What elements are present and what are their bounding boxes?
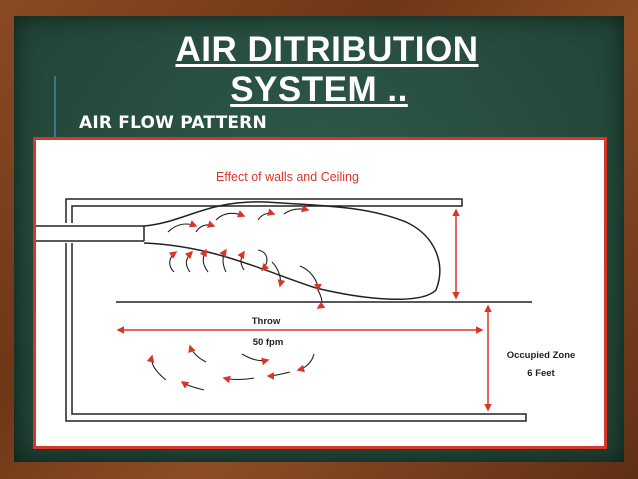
flow-arrow [283, 204, 310, 215]
flow-arrow [271, 261, 286, 288]
flow-arrow [257, 208, 276, 221]
diagram-heading: Effect of walls and Ceiling [216, 170, 359, 184]
slide-title-line1: AIR DITRIBUTION [175, 30, 479, 69]
flow-arrow [199, 248, 209, 273]
flow-arrow [184, 250, 194, 273]
air-jet-envelope [143, 201, 441, 301]
flow-arrow [299, 265, 322, 292]
flow-arrow [195, 220, 216, 233]
flow-arrow [222, 375, 255, 384]
flow-arrow [257, 249, 270, 272]
velocity-label: 50 fpm [253, 337, 284, 348]
airflow-diagram: Effect of walls and Ceiling Throw 50 fpm… [36, 170, 576, 422]
flow-arrow [167, 220, 198, 233]
throw-label: Throw [252, 316, 281, 327]
flow-arrow [168, 251, 178, 273]
room-walls [65, 198, 527, 422]
slide-subtitle: AIR FLOW PATTERN [79, 113, 267, 133]
flow-arrow [180, 381, 205, 391]
flow-arrow [219, 248, 227, 273]
slide-title-line2: SYSTEM .. [230, 70, 408, 109]
flow-arrow [146, 354, 167, 381]
flow-arrow [188, 344, 207, 363]
chalk-line [54, 76, 56, 138]
floor-wall [65, 243, 527, 422]
flow-arrow [241, 353, 270, 366]
flow-arrow [296, 353, 315, 373]
ceiling-wall [65, 198, 463, 223]
occupied-zone-label: Occupied Zone [507, 350, 576, 361]
zone-height-label: 6 Feet [527, 368, 555, 379]
airflow-arrows [146, 204, 326, 391]
diagram-panel: Effect of walls and Ceiling Throw 50 fpm… [33, 137, 607, 449]
flow-arrow [237, 250, 245, 271]
flow-arrow [215, 210, 246, 221]
supply-duct [36, 225, 145, 242]
flow-arrow [316, 289, 326, 309]
flow-arrow [266, 371, 291, 380]
